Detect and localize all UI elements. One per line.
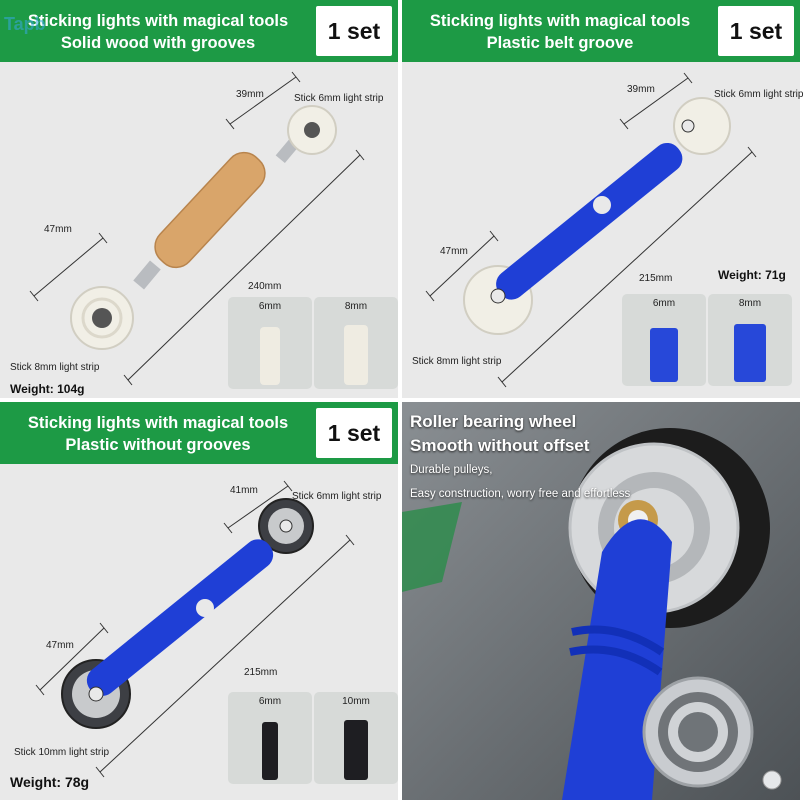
groove-thumb-b: 8mm [708,294,792,386]
dimension-label-length: 215mm [244,667,278,678]
banner-subtitle: Plastic belt groove [486,34,634,52]
bearing-subtitle: Smooth without offset [410,436,590,455]
dimension-label-left: 47mm [44,224,72,235]
banner-title: Sticking lights with magical tools [27,12,289,30]
panel-plastic-no-groove-roller: Sticking lights with magical tools Plast… [0,402,398,800]
panel-banner: Sticking lights with magical tools Solid… [0,0,398,62]
dimension-label-length: 215mm [639,273,673,284]
groove-thumb-a: 6mm [228,692,312,784]
set-badge: 1 set [718,6,794,56]
blue-roller-illustration [35,480,355,778]
weight-label: Weight: 78g [10,774,90,790]
strip-label-top: Stick 6mm light strip [292,491,382,502]
groove-thumb-b: 10mm [314,692,398,784]
panel-banner: Sticking lights with magical tools Plast… [402,0,800,62]
strip-label-bottom: Stick 8mm light strip [412,356,502,367]
bearing-closeup-illustration [402,402,800,800]
weight-label: Weight: 104g [10,382,85,396]
groove-thumb-a: 6mm [228,297,312,389]
groove-width-label: 8mm [738,298,762,309]
groove-width-label: 6mm [258,696,282,707]
watermark: Tapb [4,14,46,34]
groove-thumb-b: 8mm [314,297,398,389]
banner-title: Sticking lights with magical tools [27,414,289,432]
groove-thumb-a: 6mm [622,294,706,386]
weight-label: Weight: 71g [718,268,786,282]
strip-label-bottom: Stick 8mm light strip [10,362,100,373]
set-badge: 1 set [316,408,392,458]
bearing-feature-2: Easy construction, worry free and effort… [410,488,631,500]
dimension-label-top: 39mm [236,89,264,100]
groove-width-label: 10mm [342,696,370,707]
panel-banner: Sticking lights with magical tools Plast… [0,402,398,464]
strip-label-top: Stick 6mm light strip [714,89,803,100]
dimension-label-left: 47mm [46,640,74,651]
blue-roller-illustration [425,72,757,388]
groove-width-label: 6mm [652,298,676,309]
dimension-label-top: 39mm [627,84,655,95]
bearing-title: Roller bearing wheel [410,412,577,431]
dimension-label-left: 47mm [440,246,468,257]
groove-width-label: 8mm [344,301,368,312]
dimension-label-top: 41mm [230,485,258,496]
strip-label-top: Stick 6mm light strip [294,93,384,104]
banner-title: Sticking lights with magical tools [429,12,691,30]
panel-bearing-closeup: Roller bearing wheel Smooth without offs… [402,402,800,800]
wood-roller-illustration [29,71,365,386]
banner-subtitle: Solid wood with grooves [60,34,256,52]
groove-width-label: 6mm [258,301,282,312]
strip-label-bottom: Stick 10mm light strip [14,747,110,758]
banner-subtitle: Plastic without grooves [65,436,251,454]
set-badge: 1 set [316,6,392,56]
bearing-feature-1: Durable pulleys, [410,464,493,476]
panel-wood-roller: Sticking lights with magical tools Solid… [0,0,398,398]
panel-plastic-belt-roller: Sticking lights with magical tools Plast… [402,0,803,398]
dimension-label-length: 240mm [248,281,282,292]
